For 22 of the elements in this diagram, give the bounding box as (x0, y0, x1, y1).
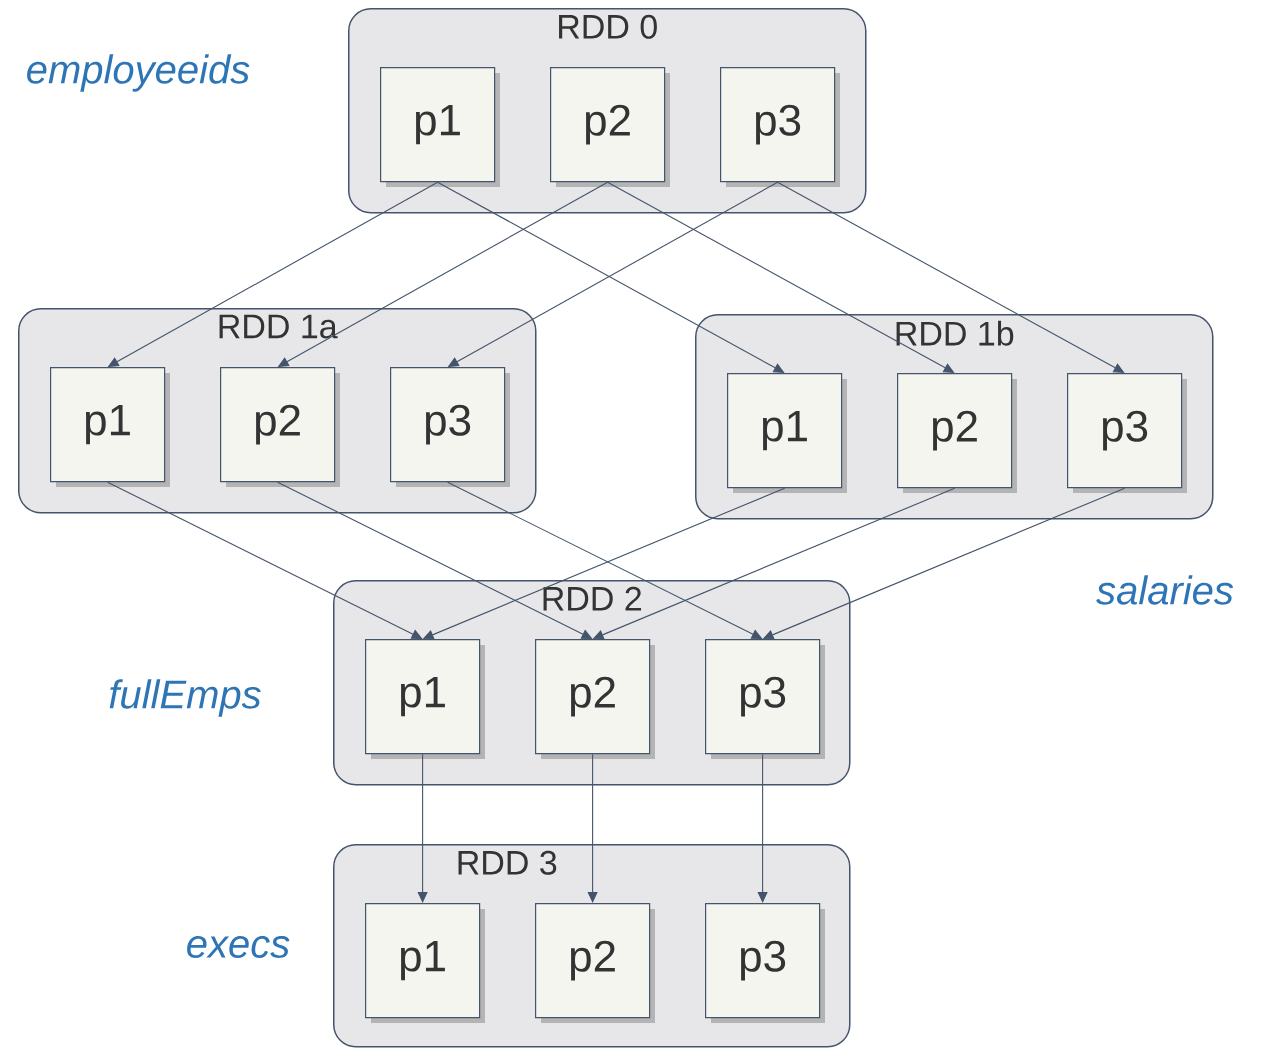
dataset-label: salaries (1096, 575, 1234, 605)
partition-box: p3 (390, 367, 510, 487)
arrow (757, 753, 768, 903)
partition-box: p1 (380, 67, 500, 187)
dataset-label: fullEmps (109, 679, 261, 717)
partition-box: p1 (365, 903, 485, 1023)
partition-box: p1 (727, 373, 847, 493)
dataset-label: execs (187, 936, 290, 958)
partition-box: p2 (550, 67, 670, 187)
partition-box: p2 (220, 367, 340, 487)
partition-box: p3 (1067, 373, 1187, 493)
dataset-label: employeeids (27, 54, 250, 92)
partition-box: p3 (705, 903, 825, 1023)
arrow (587, 753, 598, 903)
arrow (417, 753, 428, 903)
partition-box: p1 (50, 367, 170, 487)
partition-box: p1 (365, 639, 485, 759)
partition-box: p2 (535, 903, 655, 1023)
partition-box: p3 (705, 639, 825, 759)
partition-box: p2 (897, 373, 1017, 493)
partition-box: p3 (720, 67, 840, 187)
partition-box: p2 (535, 639, 655, 759)
